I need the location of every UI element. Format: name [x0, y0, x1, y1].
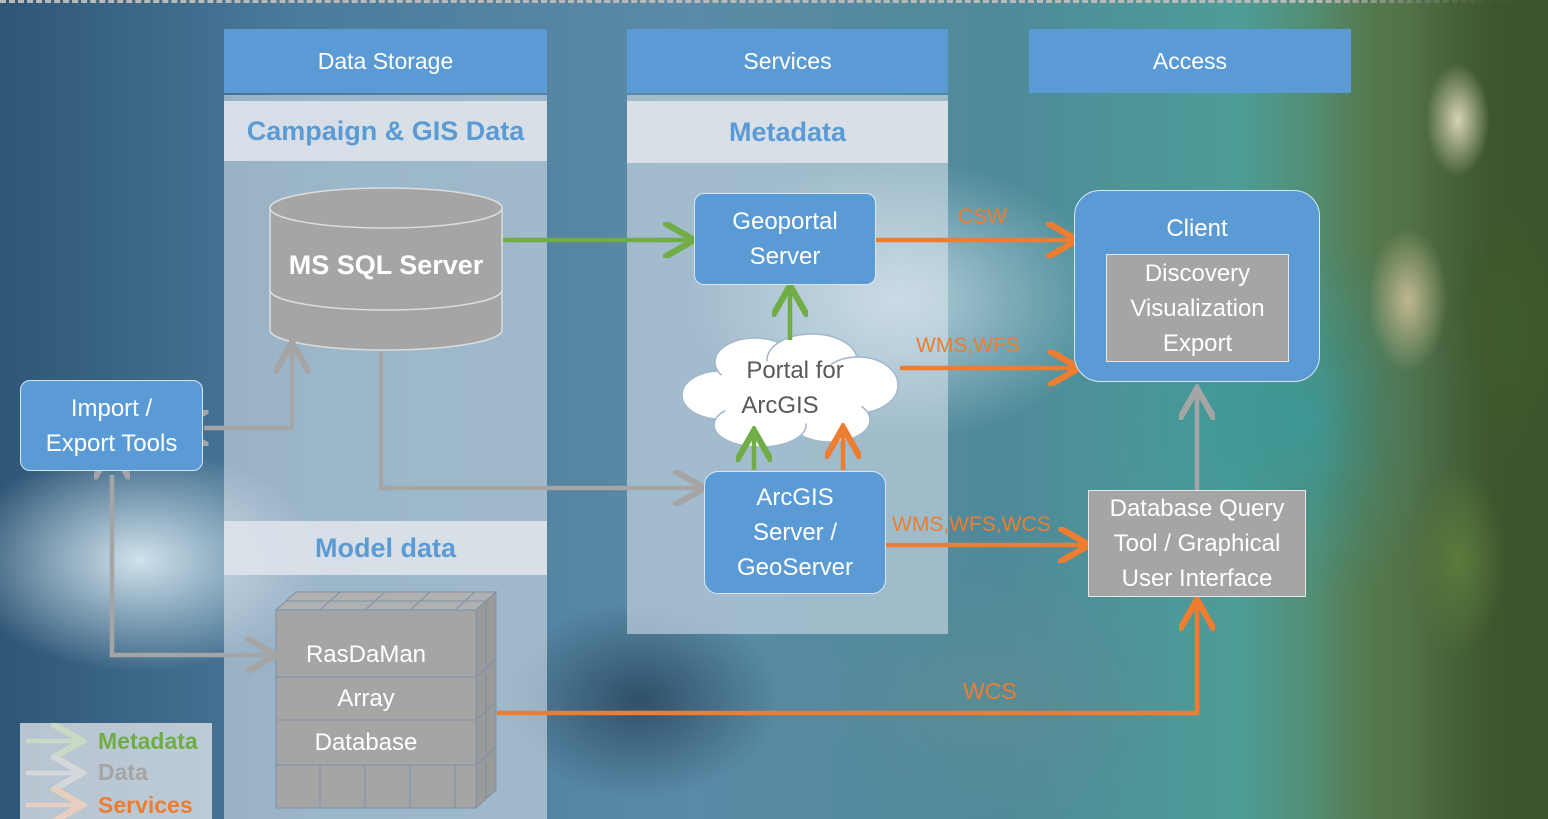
- client-title: Client: [1166, 215, 1228, 242]
- label-wms-wfs: WMS,WFS: [916, 334, 1020, 357]
- rasdaman-cube: [274, 590, 498, 810]
- arrow-import-to-sql: [204, 347, 292, 428]
- header-access: Access: [1029, 29, 1351, 93]
- ms-sql-server-label: MS SQL Server: [288, 250, 484, 280]
- satellite-background: [1318, 0, 1548, 819]
- arrow-import-to-rasdaman: [112, 475, 272, 655]
- import-export-tools-box: Import /Export Tools: [20, 380, 203, 471]
- label-wms-wfs-wcs: WMS,WFS,WCS: [892, 513, 1051, 536]
- legend: [20, 723, 212, 819]
- legend-data: Data: [98, 759, 148, 785]
- legend-services: Services: [98, 792, 193, 818]
- legend-metadata: Metadata: [98, 728, 198, 754]
- rasdaman-label-1: RasDaMan: [305, 641, 427, 668]
- arrow-wcs: [497, 604, 1197, 716]
- section-campaign-gis: Campaign & GIS Data: [224, 101, 547, 161]
- header-services: Services: [627, 29, 948, 93]
- rasdaman-label-2: Array: [337, 685, 395, 712]
- section-metadata: Metadata: [627, 101, 948, 163]
- portal-for-arcgis-label: Portal for ArcGIS: [741, 357, 844, 419]
- header-data-storage: Data Storage: [224, 29, 547, 93]
- label-wcs: WCS: [963, 678, 1017, 704]
- rasdaman-label-3: Database: [314, 729, 418, 756]
- label-csw: CSW: [958, 205, 1007, 228]
- arrow-sql-to-arcgis: [378, 352, 700, 488]
